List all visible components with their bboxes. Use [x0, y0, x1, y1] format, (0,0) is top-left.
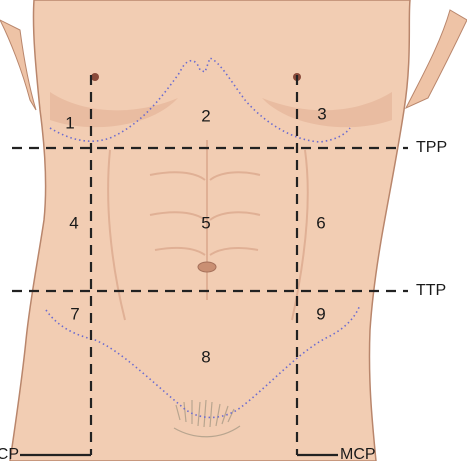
tpp-label: TPP: [416, 139, 447, 156]
region-label: 9: [316, 304, 325, 323]
right-mcp-label: MCP: [340, 446, 376, 461]
region-label: 3: [317, 104, 326, 123]
left-nipple: [91, 73, 99, 81]
region-label: 4: [69, 213, 78, 232]
left-mcp-label: MCP: [0, 446, 19, 461]
right-arm: [406, 10, 467, 108]
ttp-label: TTP: [416, 282, 446, 299]
left-arm: [0, 20, 36, 110]
region-label: 2: [201, 106, 210, 125]
region-label: 6: [316, 213, 325, 232]
region-label: 7: [70, 304, 79, 323]
region-label: 1: [65, 113, 74, 132]
umbilicus: [198, 262, 216, 272]
region-label: 5: [201, 213, 210, 232]
region-label: 8: [201, 347, 210, 366]
